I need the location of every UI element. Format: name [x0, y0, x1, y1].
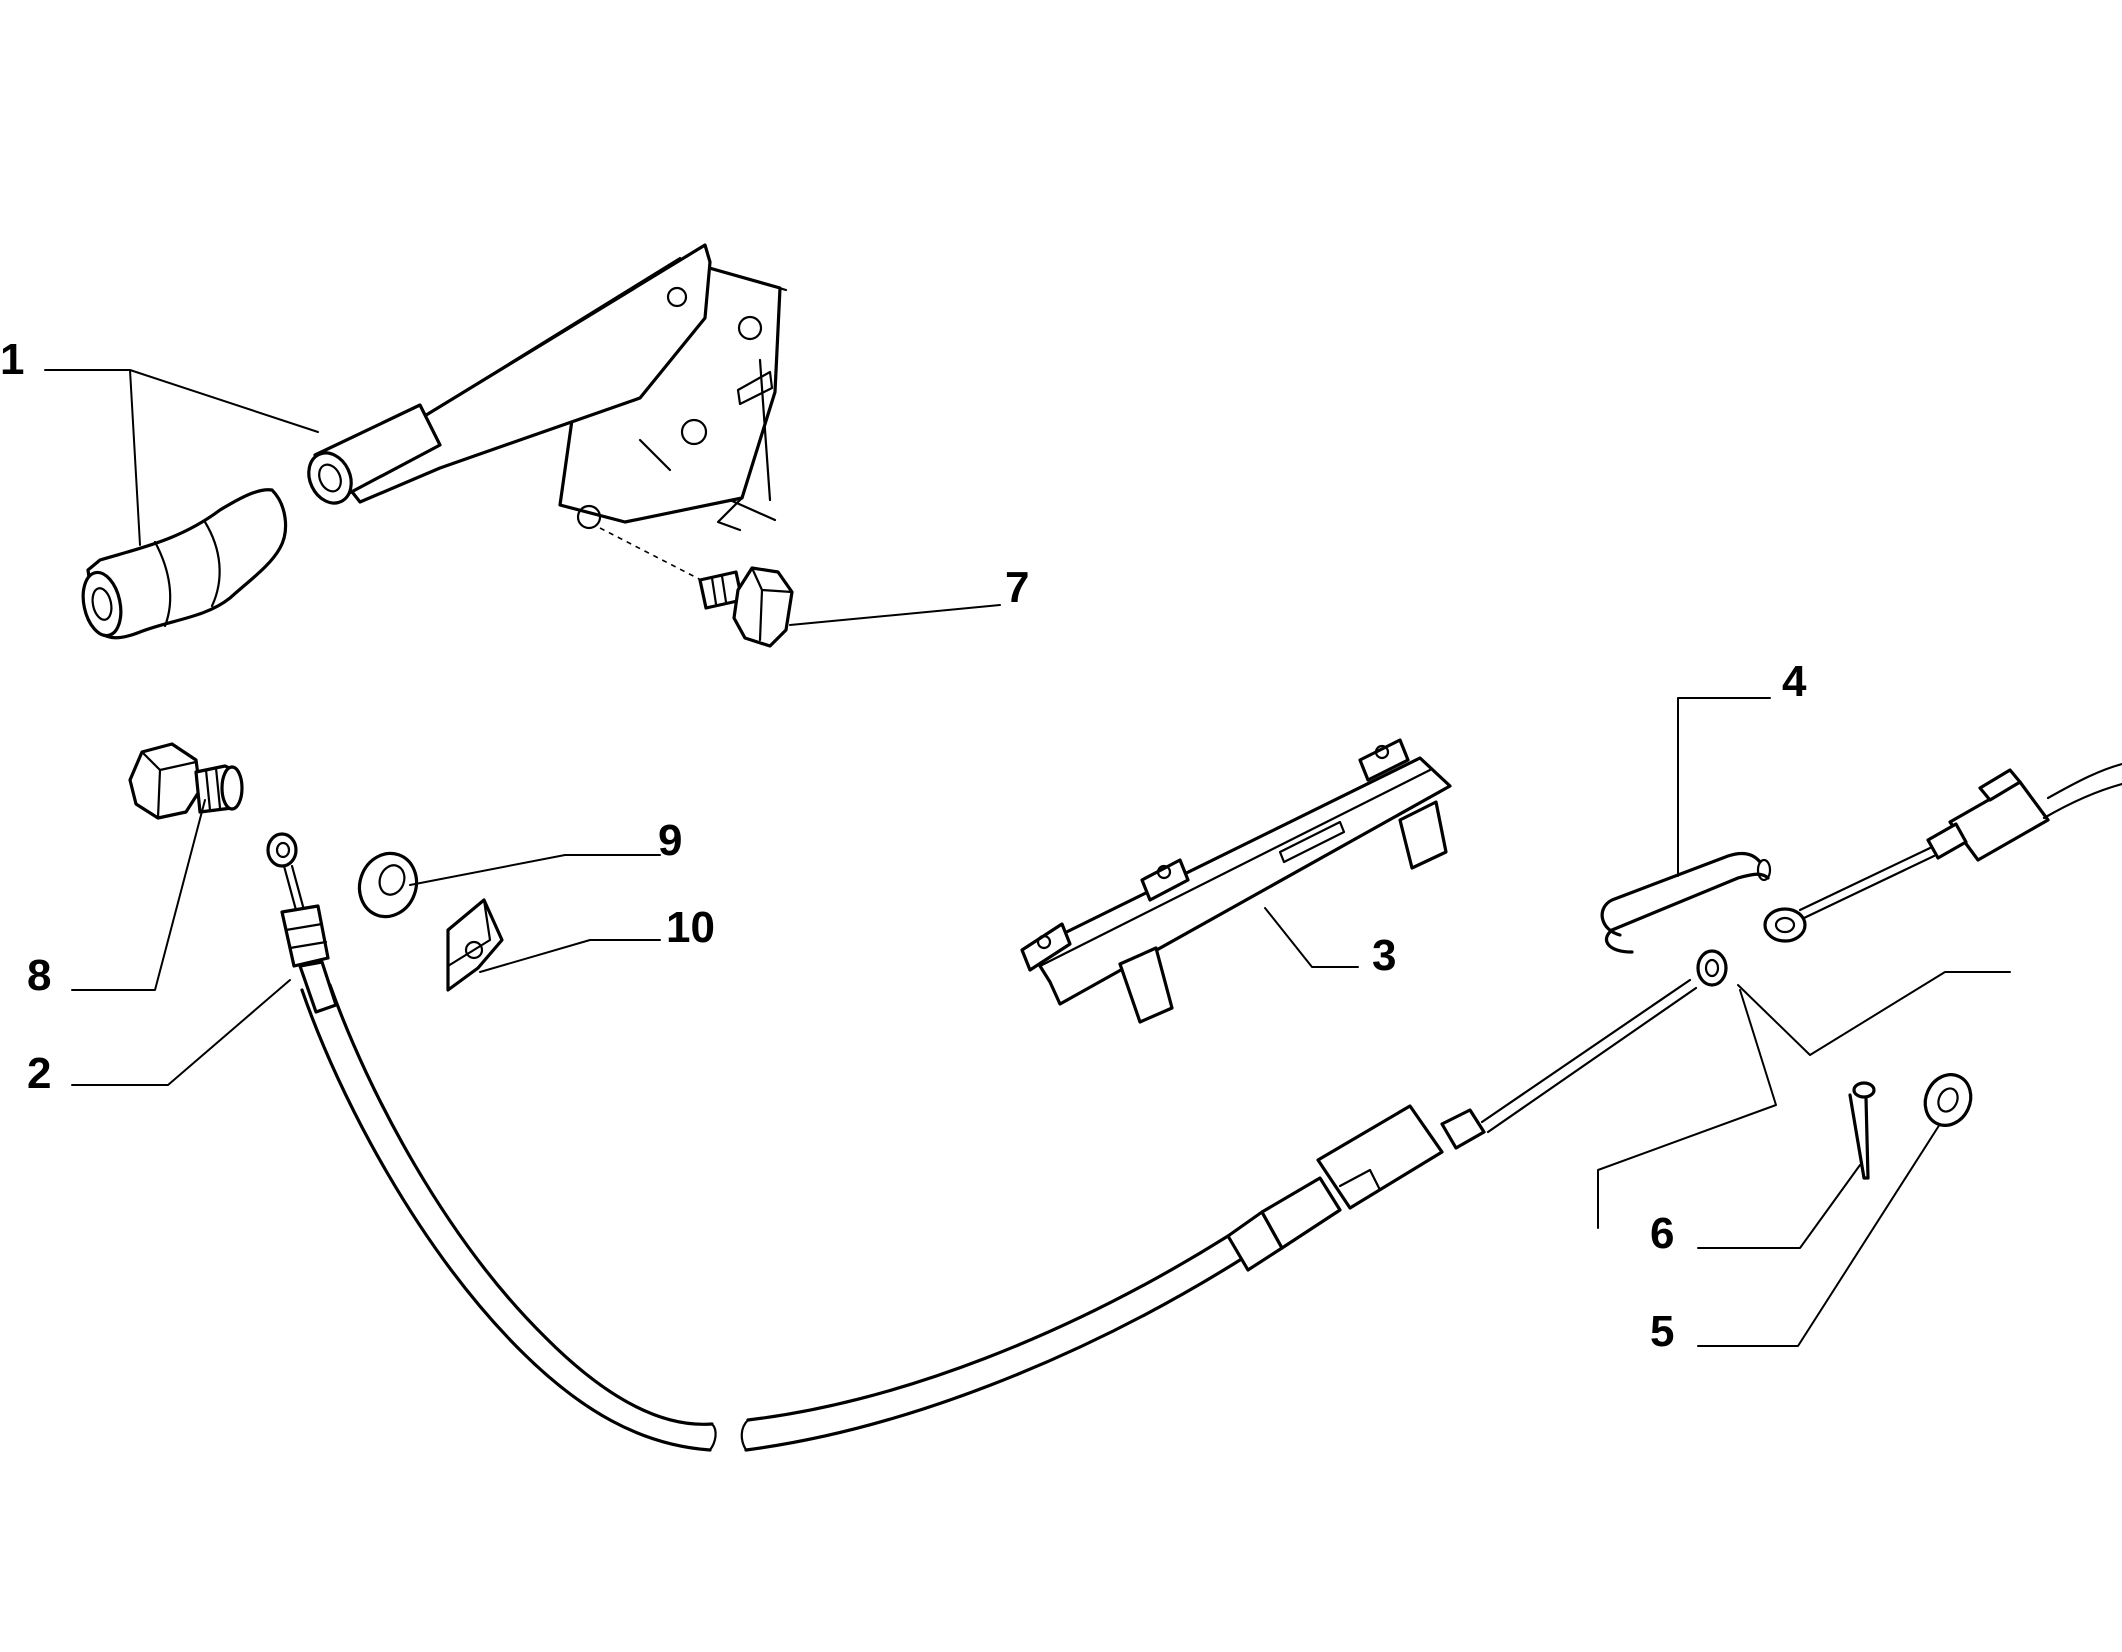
callout-6: 6	[1650, 1209, 1674, 1258]
bracket-bolt[interactable]	[128, 742, 244, 820]
hand-brake-lever[interactable]	[301, 243, 788, 583]
leader-lines	[44, 369, 2011, 1347]
callout-9: 9	[658, 816, 682, 865]
rear-brake-cable[interactable]	[740, 949, 1728, 1452]
callout-7: 7	[1005, 563, 1029, 612]
cable-clip[interactable]	[446, 898, 504, 992]
callout-labels: 1 2 3 4 5 6 7 8 9 10	[0, 335, 1807, 1356]
callout-4: 4	[1782, 657, 1807, 706]
callout-10: 10	[666, 903, 715, 952]
cable-guide-bracket[interactable]	[1020, 738, 1452, 1024]
front-brake-cable[interactable]	[266, 832, 717, 1452]
callout-3: 3	[1372, 931, 1396, 980]
callout-1: 1	[0, 335, 24, 384]
callout-5: 5	[1650, 1307, 1674, 1356]
washer-9[interactable]	[351, 845, 426, 924]
washer-5[interactable]	[1917, 1067, 1979, 1133]
cotter-pin[interactable]	[1848, 1081, 1876, 1180]
lever-grip[interactable]	[78, 488, 288, 640]
bent-pin[interactable]	[1600, 851, 1772, 954]
lever-bolt[interactable]	[698, 566, 794, 648]
callout-2: 2	[27, 1049, 51, 1098]
callout-8: 8	[27, 951, 51, 1000]
cable-end-upper[interactable]	[1763, 762, 2122, 943]
